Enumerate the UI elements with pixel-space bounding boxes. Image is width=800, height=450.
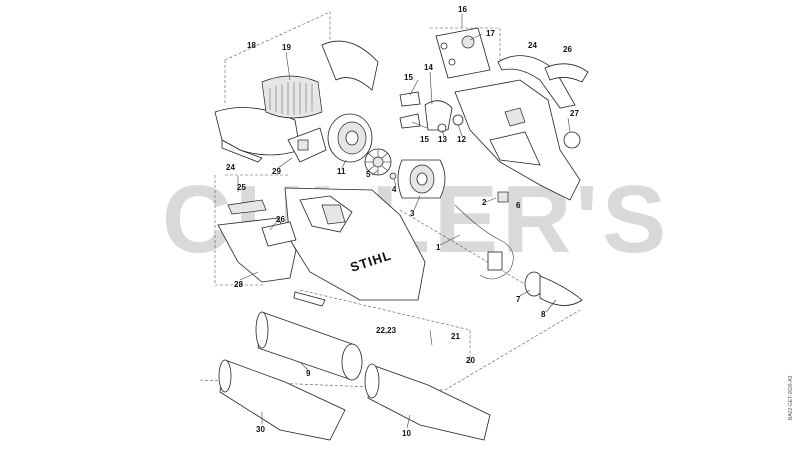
part-cable-harness (454, 191, 514, 280)
leader-lines (237, 14, 571, 429)
callout-12: 12 (457, 135, 466, 144)
callout-17: 17 (486, 29, 495, 38)
callout-9: 9 (306, 369, 311, 378)
drawing-code: BA02-GET-0026-A3 (788, 375, 794, 420)
callout-25: 25 (237, 183, 246, 192)
part-handle-cover (497, 55, 576, 109)
part-trigger (544, 63, 589, 83)
callout-28: 28 (234, 280, 243, 289)
part-intake-flap (321, 40, 379, 91)
callout-4: 4 (392, 185, 397, 194)
part-switch-assembly (399, 91, 464, 133)
callout-29: 29 (272, 167, 281, 176)
part-control-board (435, 27, 491, 79)
part-side-cover (217, 199, 297, 283)
part-nozzle-round (364, 363, 491, 441)
callout-1: 1 (436, 243, 441, 252)
callout-2: 2 (482, 198, 487, 207)
part-washer (389, 172, 397, 180)
callout-6: 6 (516, 201, 521, 210)
callout-3: 3 (410, 209, 415, 218)
callout-5: 5 (366, 170, 371, 179)
part-main-housing: STIHL (284, 187, 426, 307)
callout-14: 14 (424, 63, 433, 72)
part-cap (563, 131, 581, 149)
part-nozzle-flat (218, 359, 346, 441)
callout-26-left: 26 (276, 215, 285, 224)
callout-24-left: 24 (226, 163, 235, 172)
callout-13: 13 (438, 135, 447, 144)
callout-labels: 16 17 18 19 24 26 14 15 15 13 12 27 29 1… (226, 5, 579, 438)
part-fan-housing (327, 113, 373, 163)
callout-26-top: 26 (563, 45, 572, 54)
part-impeller (364, 148, 392, 176)
callout-11: 11 (337, 167, 346, 176)
part-blower-tube (255, 311, 363, 381)
callout-19: 19 (282, 43, 291, 52)
callout-15-top: 15 (404, 73, 413, 82)
part-motor (397, 159, 446, 199)
callout-20: 20 (466, 356, 475, 365)
part-intake-cover (214, 107, 301, 163)
callout-30: 30 (256, 425, 265, 434)
callout-21: 21 (451, 332, 460, 341)
part-nozzle-cone (539, 275, 583, 306)
callout-15-bottom: 15 (420, 135, 429, 144)
part-handle-shell (454, 79, 581, 201)
callout-16: 16 (458, 5, 467, 14)
callout-18: 18 (247, 41, 256, 50)
callout-8: 8 (541, 310, 546, 319)
part-intake-grille (261, 75, 323, 119)
callout-22-23: 22,23 (376, 326, 397, 335)
callout-10: 10 (402, 429, 411, 438)
part-bracket (287, 127, 327, 163)
callout-27: 27 (570, 109, 579, 118)
callout-7: 7 (516, 295, 521, 304)
callout-24-top: 24 (528, 41, 537, 50)
